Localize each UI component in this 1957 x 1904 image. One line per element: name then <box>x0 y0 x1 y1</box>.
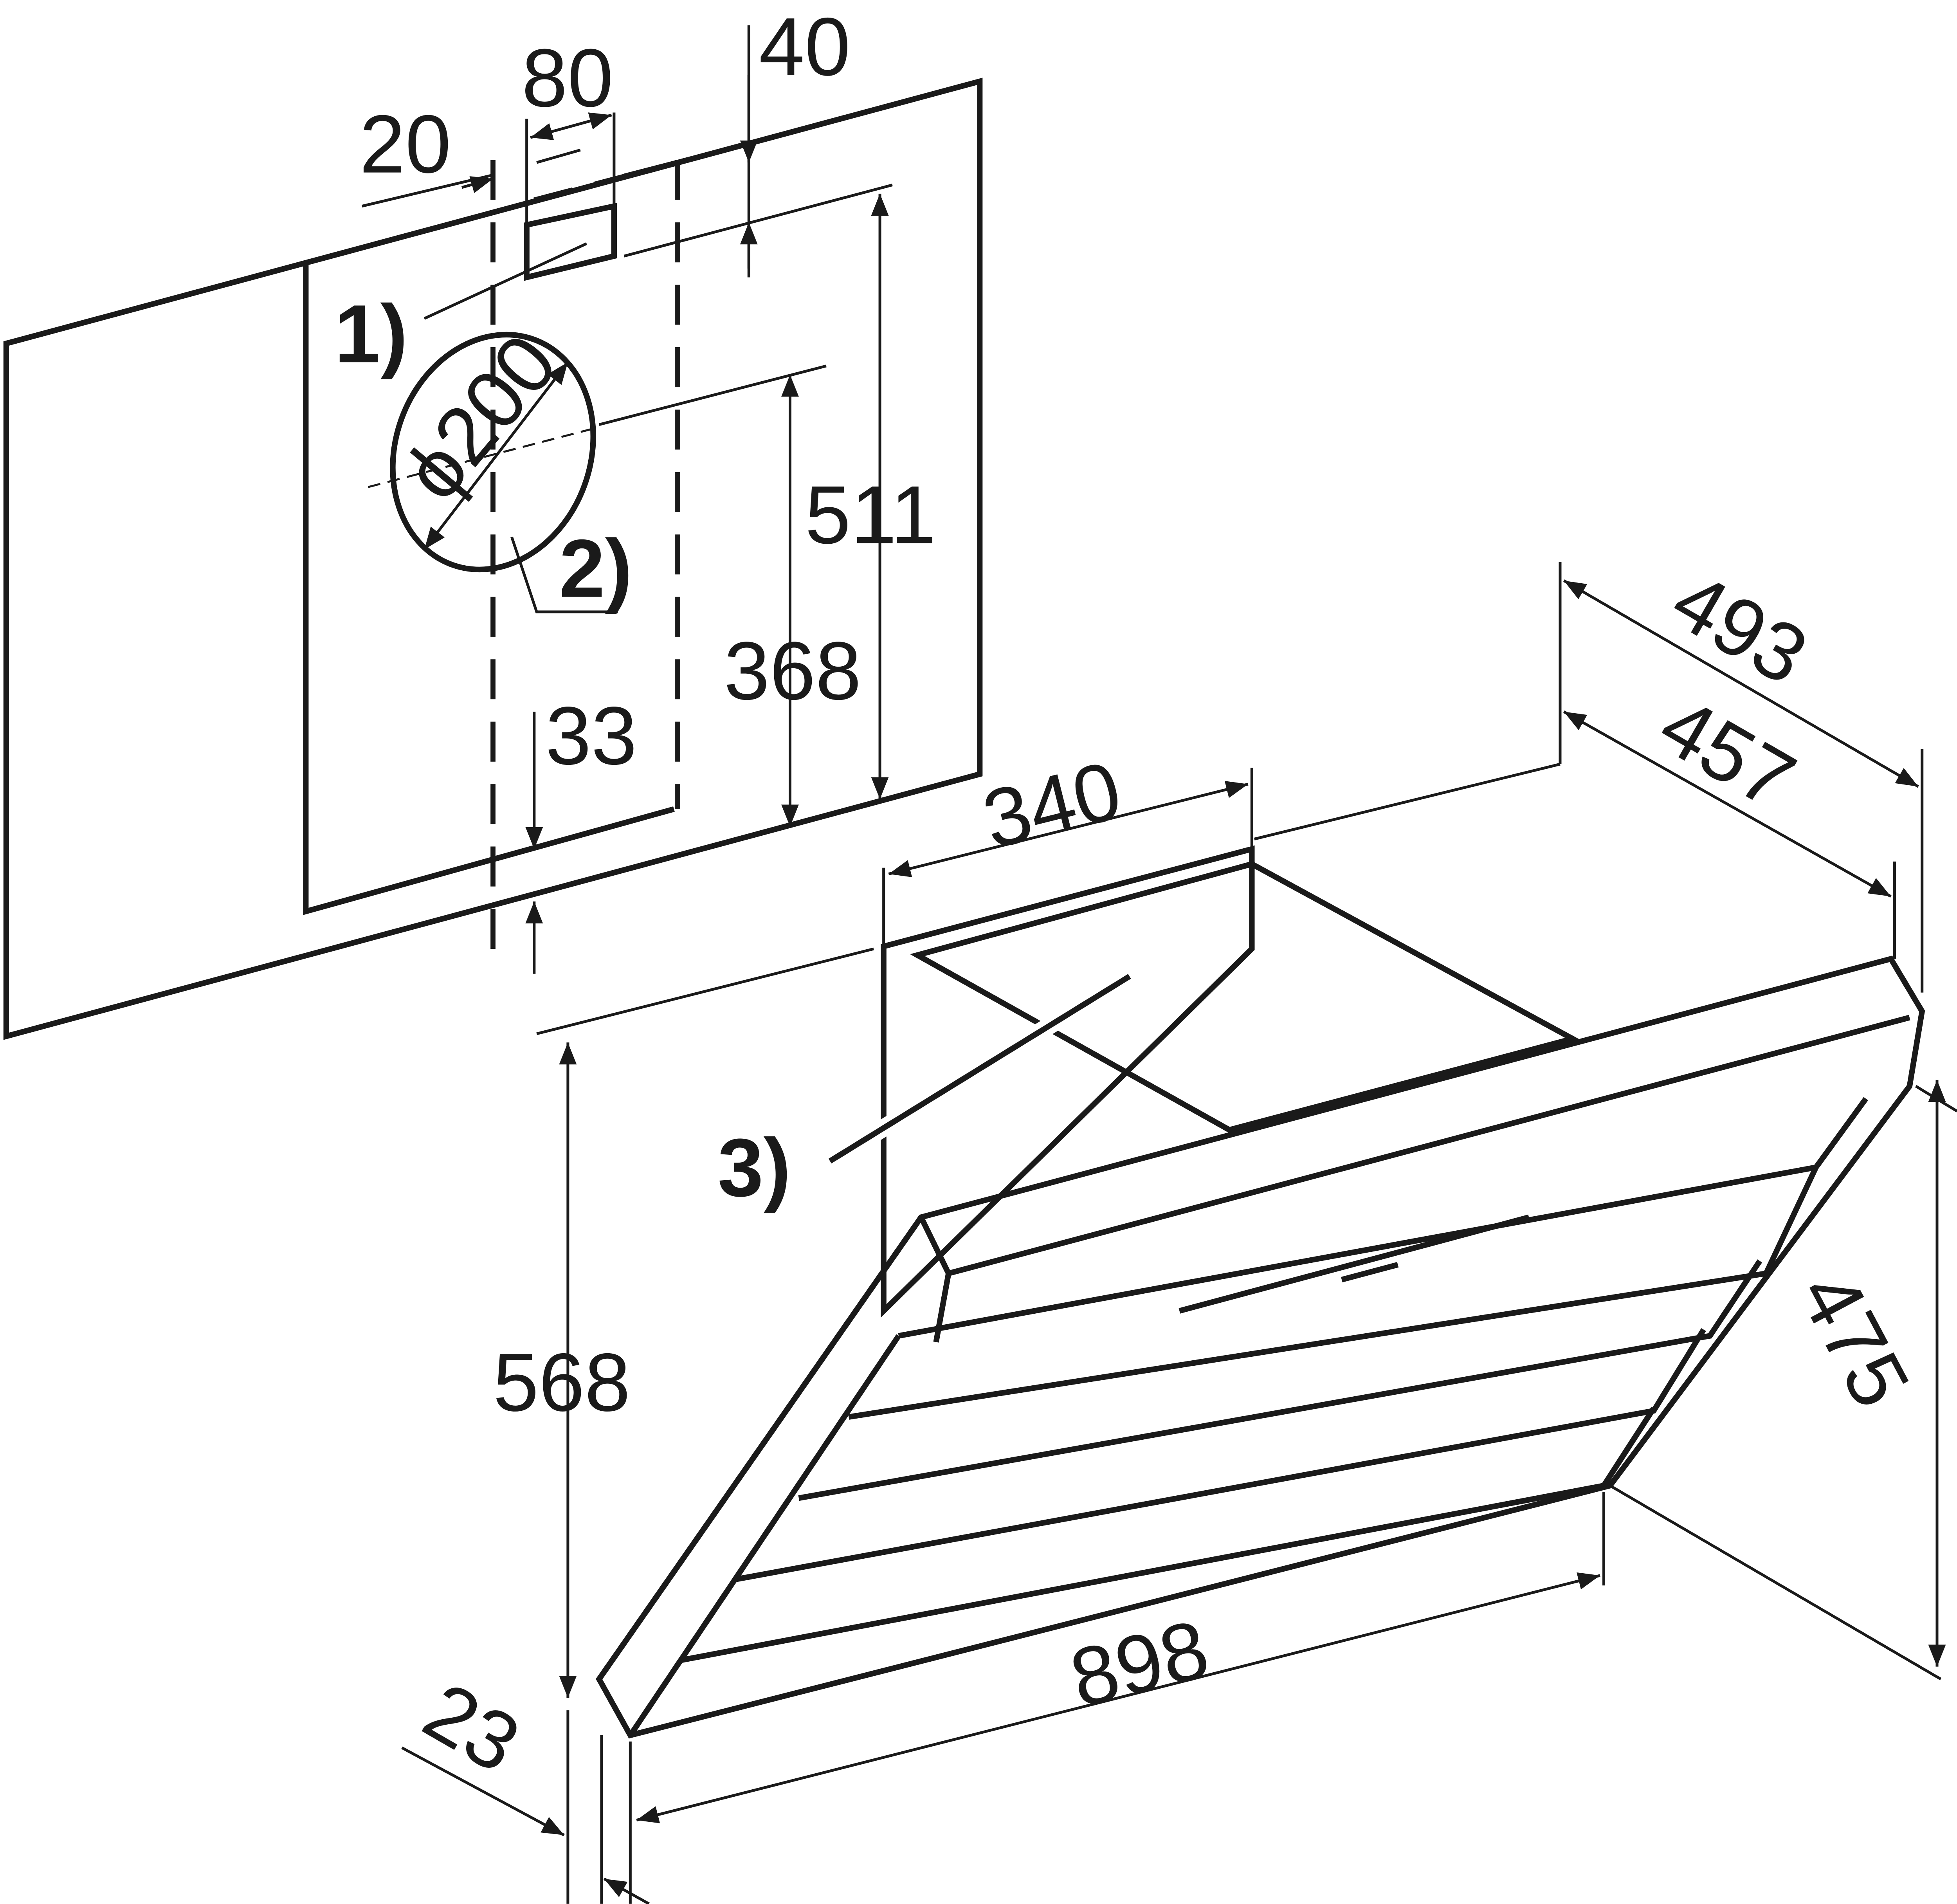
callout-1: 1) <box>335 287 408 380</box>
dim-40: 40 <box>759 0 851 93</box>
hood-front-canopy <box>596 956 1925 1739</box>
duct-opening-2 <box>390 332 596 573</box>
dim-568: 568 <box>493 1336 631 1428</box>
dim-457: 457 <box>1645 678 1810 827</box>
hood-top-filter-3 <box>910 861 1580 1133</box>
wall-panel <box>3 25 983 1040</box>
dim-80: 80 <box>522 32 613 124</box>
cooker-hood <box>401 562 1957 1904</box>
dim-475: 475 <box>1782 1257 1928 1422</box>
dim-20: 20 <box>359 98 451 190</box>
control-strip <box>1179 1214 1530 1314</box>
hood-chimney-back <box>881 845 1255 1318</box>
hood-slats <box>628 1097 1869 1737</box>
dim-340: 340 <box>974 743 1130 866</box>
dim-23: 23 <box>409 1664 535 1790</box>
callout-3: 3) <box>718 1121 791 1213</box>
dim-493: 493 <box>1658 554 1823 702</box>
dim-511: 511 <box>805 469 936 561</box>
dim-368: 368 <box>724 624 861 717</box>
callout-2: 2) <box>559 522 633 615</box>
dim-33: 33 <box>545 689 637 782</box>
